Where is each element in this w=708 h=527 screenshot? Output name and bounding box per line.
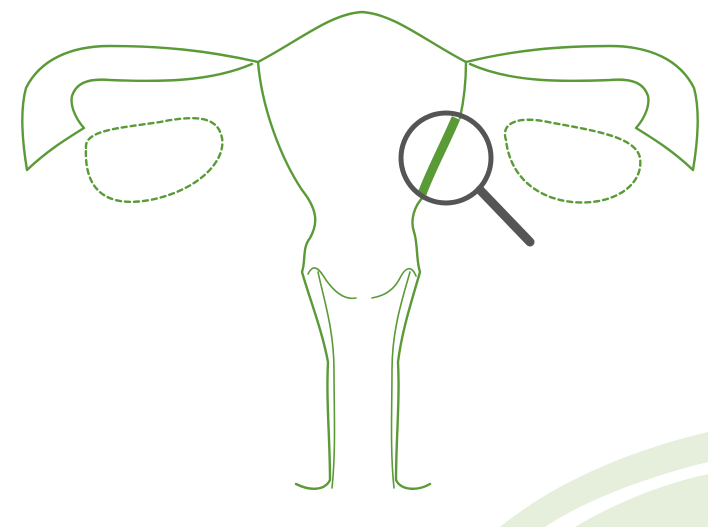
magnifying-glass-icon [401, 113, 530, 242]
right-ovary [505, 120, 640, 203]
highlighted-wall [422, 118, 456, 194]
background-swoosh [500, 432, 708, 527]
uterus-outline [22, 12, 697, 489]
left-ovary [86, 118, 223, 202]
ovaries [86, 118, 640, 202]
